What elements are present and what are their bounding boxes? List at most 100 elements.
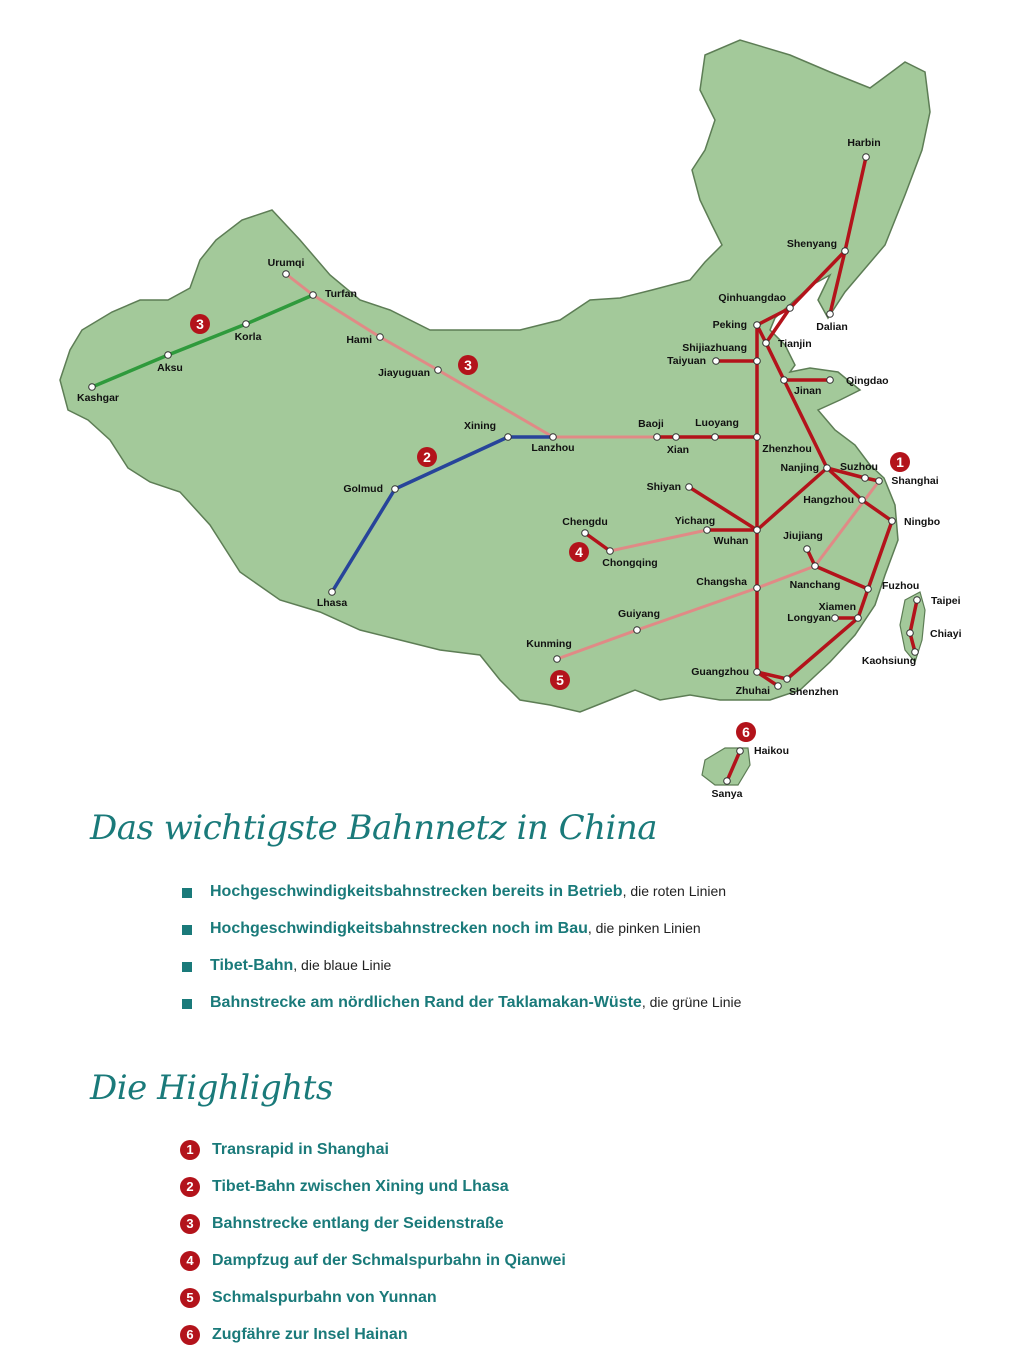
city-dot xyxy=(391,485,399,493)
city-label: Chongqing xyxy=(602,557,657,569)
city-dot xyxy=(864,585,872,593)
badge-number: 1 xyxy=(896,454,904,470)
bullet-square-icon xyxy=(182,999,192,1009)
city-dot xyxy=(831,614,839,622)
city-dot xyxy=(780,376,788,384)
badge-number: 4 xyxy=(575,544,583,560)
city-dot xyxy=(841,247,849,255)
city-dot xyxy=(723,777,731,785)
city-label: Jinan xyxy=(794,385,821,397)
city-dot xyxy=(672,433,680,441)
city-dot xyxy=(753,357,761,365)
city-dot xyxy=(736,747,744,755)
badge-number: 3 xyxy=(196,316,204,332)
city-label: Fuzhou xyxy=(882,580,919,592)
city-dot xyxy=(753,668,761,676)
city-dot xyxy=(88,383,96,391)
route-line-red xyxy=(764,307,792,344)
city-dot xyxy=(309,291,317,299)
number-badge-icon xyxy=(569,542,589,562)
city-label: Lanzhou xyxy=(531,442,574,454)
city-label: Golmud xyxy=(343,483,383,495)
legend-label: Hochgeschwindigkeitsbahnstrecken bereits… xyxy=(210,883,623,900)
city-label: Sanya xyxy=(712,788,743,800)
city-dot xyxy=(786,304,794,312)
route-line-blue xyxy=(330,435,553,593)
city-label: Xiamen xyxy=(819,601,856,613)
city-label: Wuhan xyxy=(714,535,749,547)
city-dot xyxy=(328,588,336,596)
city-label: Qingdao xyxy=(846,375,889,387)
city-dot xyxy=(703,526,711,534)
legend-item-pink: Hochgeschwindigkeitsbahnstrecken noch im… xyxy=(182,920,741,957)
city-label: Luoyang xyxy=(695,417,739,429)
number-badge-icon: 5 xyxy=(180,1288,200,1308)
number-badge-icon: 1 xyxy=(180,1140,200,1160)
city-label: Qinhuangdao xyxy=(718,292,786,304)
legend-note: , die roten Linien xyxy=(622,883,727,899)
city-label: Dalian xyxy=(816,321,848,333)
city-dot xyxy=(858,496,866,504)
city-dot xyxy=(826,376,834,384)
legend-label: Bahnstrecke am nördlichen Rand der Takla… xyxy=(210,994,642,1011)
city-dot xyxy=(854,614,862,622)
badge-number: 5 xyxy=(556,672,564,688)
city-dot xyxy=(888,517,896,525)
highlight-text: Zugfähre zur Insel Hainan xyxy=(212,1326,408,1343)
city-label: Tianjin xyxy=(778,338,812,350)
route-line-red xyxy=(756,156,868,327)
city-label: Jiujiang xyxy=(783,530,823,542)
badge-number: 3 xyxy=(464,357,472,373)
city-label: Korla xyxy=(235,331,262,343)
city-label: Shenzhen xyxy=(789,686,839,698)
number-badge-icon xyxy=(417,447,437,467)
legend-note: , die pinken Linien xyxy=(587,920,701,936)
city-dot xyxy=(774,682,782,690)
city-label: Shiyan xyxy=(647,481,681,493)
route-line-red xyxy=(755,466,829,532)
highlight-text: Bahnstrecke entlang der Seidenstraße xyxy=(212,1215,504,1232)
city-dot xyxy=(606,547,614,555)
number-badge-icon: 2 xyxy=(180,1177,200,1197)
bullet-square-icon xyxy=(182,962,192,972)
legend-label: Hochgeschwindigkeitsbahnstrecken noch im… xyxy=(210,920,588,937)
city-label: Shanghai xyxy=(891,475,938,487)
city-label: Shenyang xyxy=(787,238,837,250)
city-dot xyxy=(549,433,557,441)
city-label: Hangzhou xyxy=(803,494,854,506)
city-dot xyxy=(826,310,834,318)
city-dot xyxy=(861,474,869,482)
city-label: Zhuhai xyxy=(736,685,770,697)
city-label: Taipei xyxy=(931,595,961,607)
legend-note: , die blaue Linie xyxy=(293,957,392,973)
city-label: Guiyang xyxy=(618,608,660,620)
city-dot xyxy=(753,584,761,592)
route-line-pink xyxy=(609,528,708,553)
city-label: Suzhou xyxy=(840,461,878,473)
city-dot xyxy=(633,626,641,634)
city-dot xyxy=(504,433,512,441)
legend-note: , die grüne Linie xyxy=(641,994,742,1010)
badge-number: 6 xyxy=(742,724,750,740)
city-label: Chiayi xyxy=(930,628,962,640)
city-dot xyxy=(282,270,290,278)
city-label: Haikou xyxy=(754,745,789,757)
city-dot xyxy=(753,433,761,441)
city-label: Kunming xyxy=(526,638,572,650)
city-label: Changsha xyxy=(696,576,747,588)
city-label: Longyan xyxy=(787,612,831,624)
city-dot xyxy=(762,339,770,347)
china-railway-map: HarbinShenyangDalianQinhuangdaoPekingTia… xyxy=(59,39,962,800)
highlight-text: Schmalspurbahn von Yunnan xyxy=(212,1289,437,1306)
number-badge-icon: 6 xyxy=(180,1325,200,1345)
city-label: Nanchang xyxy=(790,579,841,591)
highlight-item: 6 Zugfähre zur Insel Hainan xyxy=(180,1325,566,1362)
city-label: Yichang xyxy=(675,515,715,527)
route-line-red xyxy=(688,485,758,532)
legend-item-red: Hochgeschwindigkeitsbahnstrecken bereits… xyxy=(182,883,741,920)
legend-item-green: Bahnstrecke am nördlichen Rand der Takla… xyxy=(182,994,741,1031)
